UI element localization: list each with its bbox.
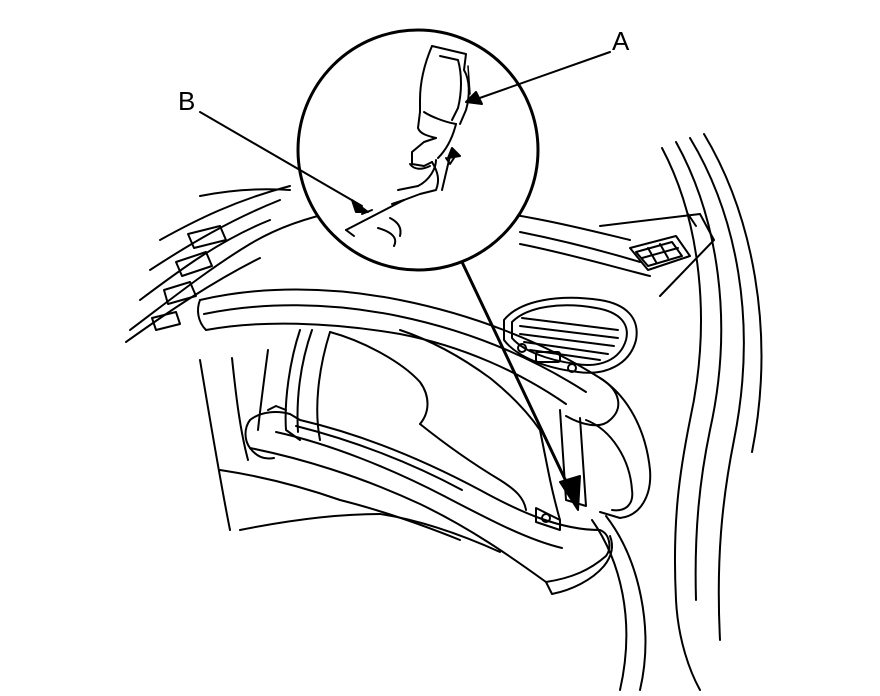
- callout-leaders: [200, 52, 610, 212]
- callout-label-a: A: [612, 26, 630, 56]
- leader-line-a: [474, 52, 610, 100]
- console-lines: [200, 360, 500, 552]
- detail-magnifier: [298, 30, 538, 270]
- callout-label-b: B: [178, 86, 196, 116]
- dashboard-top-surface: [520, 214, 714, 296]
- detail-pointer-arrow: [462, 262, 580, 510]
- leader-line-b: [200, 112, 362, 206]
- door-pillar: [592, 134, 761, 690]
- glove-box-door: [246, 406, 613, 594]
- switch-panel: [630, 236, 690, 270]
- dashboard-lower-panel: [198, 290, 650, 519]
- damper-detail: [346, 46, 470, 246]
- air-vent: [504, 298, 637, 373]
